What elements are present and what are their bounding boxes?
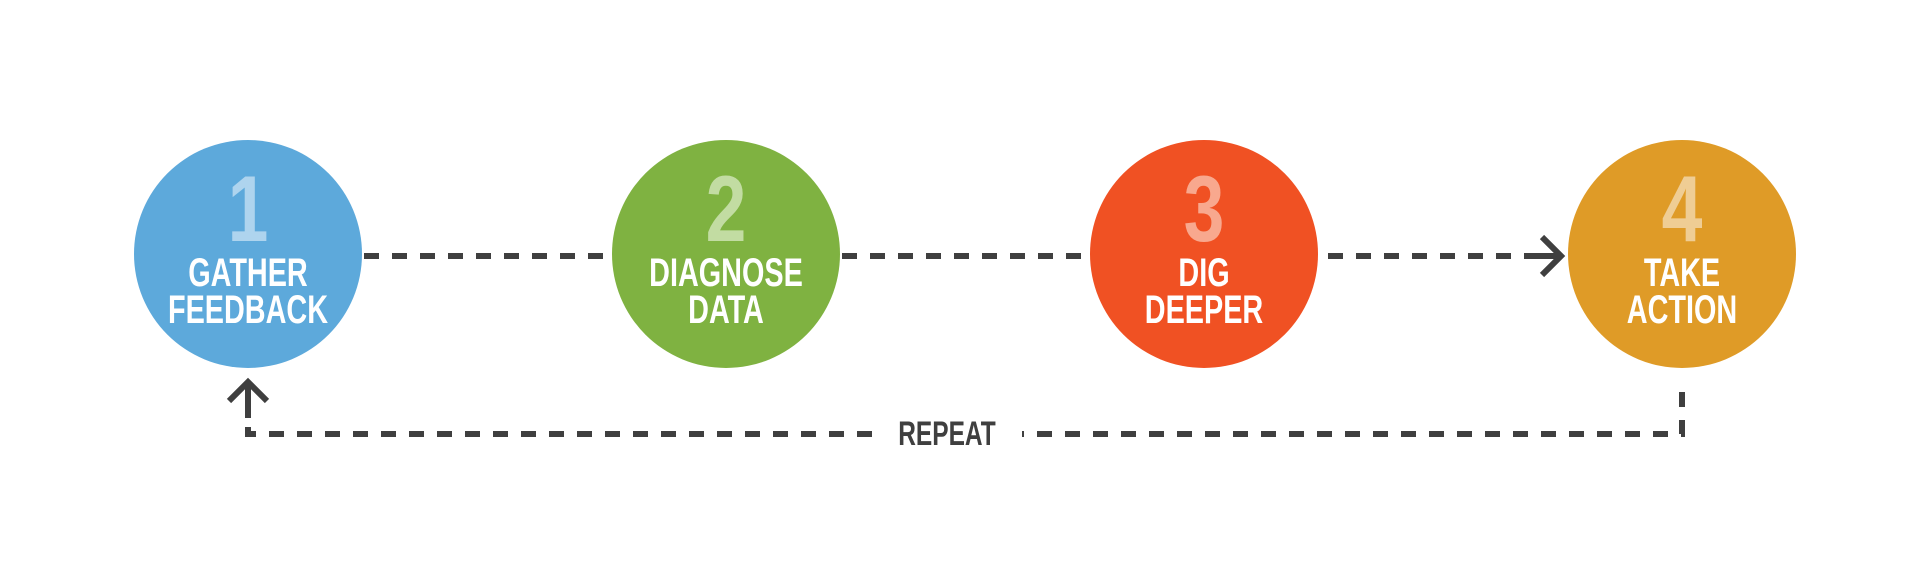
repeat-line-right (1022, 392, 1685, 437)
step-label-line1: DIAGNOSE (649, 251, 803, 295)
step-label-line2: DATA (688, 288, 764, 332)
step-label-line1: TAKE (1643, 251, 1721, 295)
repeat-line-left (245, 420, 872, 437)
step-number: 2 (705, 156, 747, 261)
step-number: 3 (1183, 156, 1225, 261)
step-circle-2 (612, 140, 840, 368)
arrow-up-icon (226, 377, 270, 404)
step-circle-4 (1568, 140, 1796, 368)
step-label-line2: ACTION (1626, 288, 1738, 332)
step-take-action: 4 TAKE ACTION (1568, 140, 1796, 368)
step-label-line2: FEEDBACK (167, 288, 328, 332)
repeat-label: REPEAT (898, 415, 996, 453)
step-number: 4 (1661, 156, 1703, 261)
step-label-line1: GATHER (188, 251, 308, 295)
step-number: 1 (227, 156, 269, 261)
step-circle-1 (134, 140, 362, 368)
step-circle-3 (1090, 140, 1318, 368)
step-diagnose-data: 2 DIAGNOSE DATA (612, 140, 840, 368)
step-gather-feedback: 1 GATHER FEEDBACK (134, 140, 362, 368)
step-label-line1: DIG (1178, 251, 1230, 295)
step-dig-deeper: 3 DIG DEEPER (1090, 140, 1318, 368)
arrow-right-icon (1539, 234, 1566, 278)
step-label-line2: DEEPER (1144, 288, 1264, 332)
